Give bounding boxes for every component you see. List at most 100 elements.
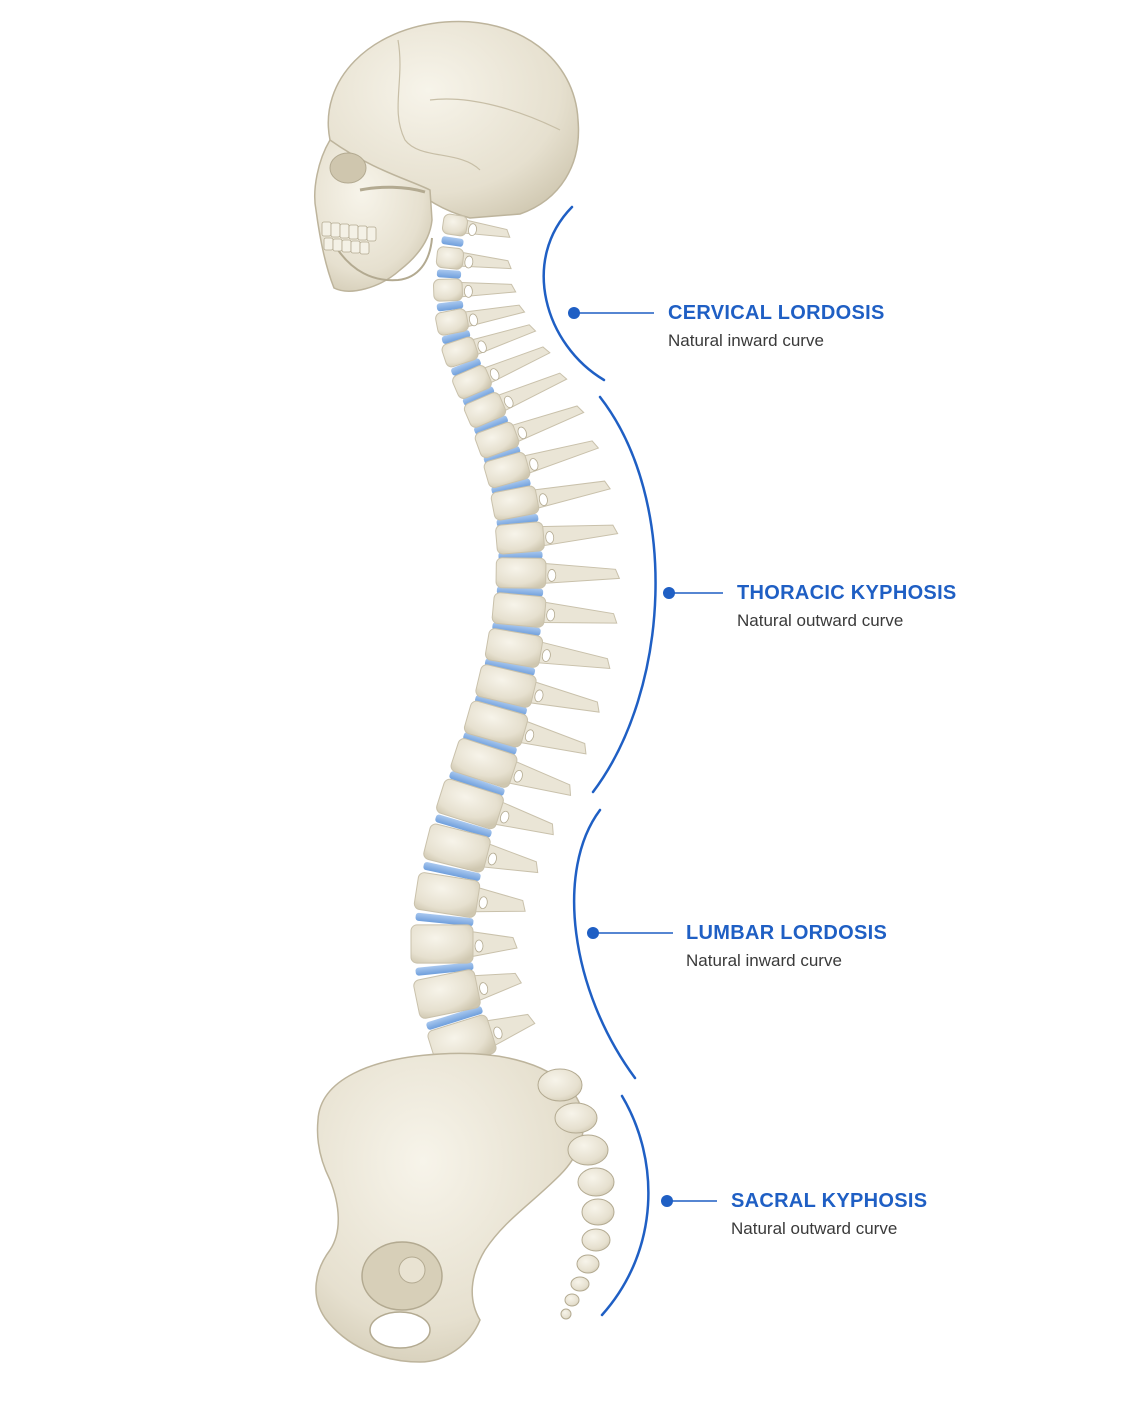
foramen-shadow: [541, 649, 551, 662]
foramen-shadow: [464, 255, 474, 269]
foramen-shadow: [546, 608, 556, 622]
foramen-shadow: [478, 896, 488, 910]
sacrum: [537, 1068, 615, 1320]
zygomatic-arch: [359, 185, 426, 194]
foramen-shadow: [517, 426, 527, 440]
intervertebral-disc: [415, 962, 474, 976]
foramen-shadow: [493, 1026, 503, 1040]
intervertebral-disc: [423, 862, 481, 881]
cervical-curve-bracket: [542, 205, 606, 382]
foramen-shadow: [529, 458, 539, 471]
vertebral-body: [483, 451, 531, 489]
intervertebral-disc: [435, 814, 492, 838]
vertebra: [435, 304, 526, 336]
foramen-shadow: [463, 284, 473, 298]
curve-brackets: [542, 205, 657, 1317]
sacral-callout: SACRAL KYPHOSIS Natural outward curve: [731, 1189, 927, 1240]
eye-orbit: [329, 152, 367, 184]
vertebral-column: [410, 213, 621, 1070]
jaw: [337, 237, 433, 282]
vertebral-body: [435, 246, 465, 270]
vertebra: [410, 924, 518, 964]
foramen-shadow: [503, 395, 514, 409]
foramen-shadow: [547, 569, 557, 582]
skull-suture-2: [429, 98, 561, 131]
intervertebral-disc: [436, 300, 464, 312]
foramen-shadow: [545, 531, 555, 544]
cervical-leader-dot: [568, 307, 580, 319]
lumbar-title: LUMBAR LORDOSIS: [686, 922, 888, 944]
skull: [314, 20, 580, 292]
vertebra: [475, 664, 600, 713]
sacral-curve-bracket: [600, 1094, 650, 1317]
foramen-shadow: [524, 729, 535, 742]
leaders: [568, 307, 723, 1207]
sacral-title: SACRAL KYPHOSIS: [731, 1190, 928, 1212]
cervical-subtitle: Natural inward curve: [668, 331, 824, 350]
thoracic-leader-dot: [663, 587, 675, 599]
foramen-shadow: [474, 939, 484, 953]
foramen-shadow: [489, 368, 500, 381]
vertebral-body: [495, 557, 547, 589]
vertebral-body: [475, 664, 537, 708]
foramen-shadow: [538, 493, 548, 506]
sacral-leader-dot: [661, 1195, 673, 1207]
foramen-shadow: [487, 852, 497, 866]
vertebra: [463, 372, 568, 428]
teeth: [321, 221, 377, 255]
vertebral-body: [433, 278, 463, 302]
vertebra: [463, 700, 587, 755]
vertebral-body: [436, 778, 504, 830]
intervertebral-disc: [475, 695, 527, 715]
vertebra: [436, 778, 554, 836]
intervertebral-disc: [451, 358, 481, 376]
vertebral-body: [490, 485, 540, 521]
vertebral-body: [463, 392, 507, 428]
obturator-foramen: [369, 1311, 431, 1349]
vertebra: [491, 592, 618, 628]
vertebra: [441, 213, 511, 238]
vertebral-body: [495, 521, 545, 555]
vertebral-body: [410, 924, 474, 964]
vertebral-body: [484, 628, 544, 668]
vertebral-body: [441, 336, 479, 368]
vertebra: [495, 521, 619, 555]
vertebra: [433, 278, 517, 302]
vertebra: [495, 557, 621, 589]
vertebral-body: [435, 308, 469, 336]
foramen-shadow: [500, 810, 510, 824]
vertebra: [474, 405, 585, 459]
vertebral-body: [452, 365, 492, 399]
vertebral-body: [423, 823, 491, 873]
intervertebral-disc: [441, 236, 464, 247]
vertebral-body: [450, 738, 518, 788]
foramen-shadow: [468, 223, 477, 237]
lumbar-leader-dot: [587, 927, 599, 939]
cervical-callout: CERVICAL LORDOSIS Natural inward curve: [668, 301, 885, 352]
intervertebral-disc: [441, 330, 471, 344]
iliac-crest: [315, 1052, 585, 1363]
foramen-shadow: [477, 340, 487, 353]
acetabulum-fossa: [398, 1256, 426, 1284]
intervertebral-disc: [491, 478, 531, 495]
intervertebral-disc: [484, 658, 536, 676]
vertebral-body: [491, 592, 547, 628]
vertebra: [484, 628, 611, 669]
skull-suture: [397, 39, 481, 171]
vertebra: [423, 823, 539, 874]
thoracic-title: THORACIC KYPHOSIS: [737, 582, 957, 604]
vertebra: [413, 872, 526, 918]
intervertebral-disc: [496, 513, 539, 528]
vertebral-body: [413, 969, 481, 1019]
cervical-title: CERVICAL LORDOSIS: [668, 302, 885, 324]
foramen-shadow: [513, 769, 523, 783]
vertebra: [441, 324, 537, 368]
vertebra: [483, 440, 600, 489]
foramen-shadow: [468, 313, 478, 327]
intervertebral-disc: [415, 912, 474, 927]
vertebra: [435, 246, 512, 270]
intervertebral-disc: [463, 732, 517, 755]
vertebral-body: [463, 700, 529, 748]
thoracic-callout: THORACIC KYPHOSIS Natural outward curve: [737, 581, 957, 632]
